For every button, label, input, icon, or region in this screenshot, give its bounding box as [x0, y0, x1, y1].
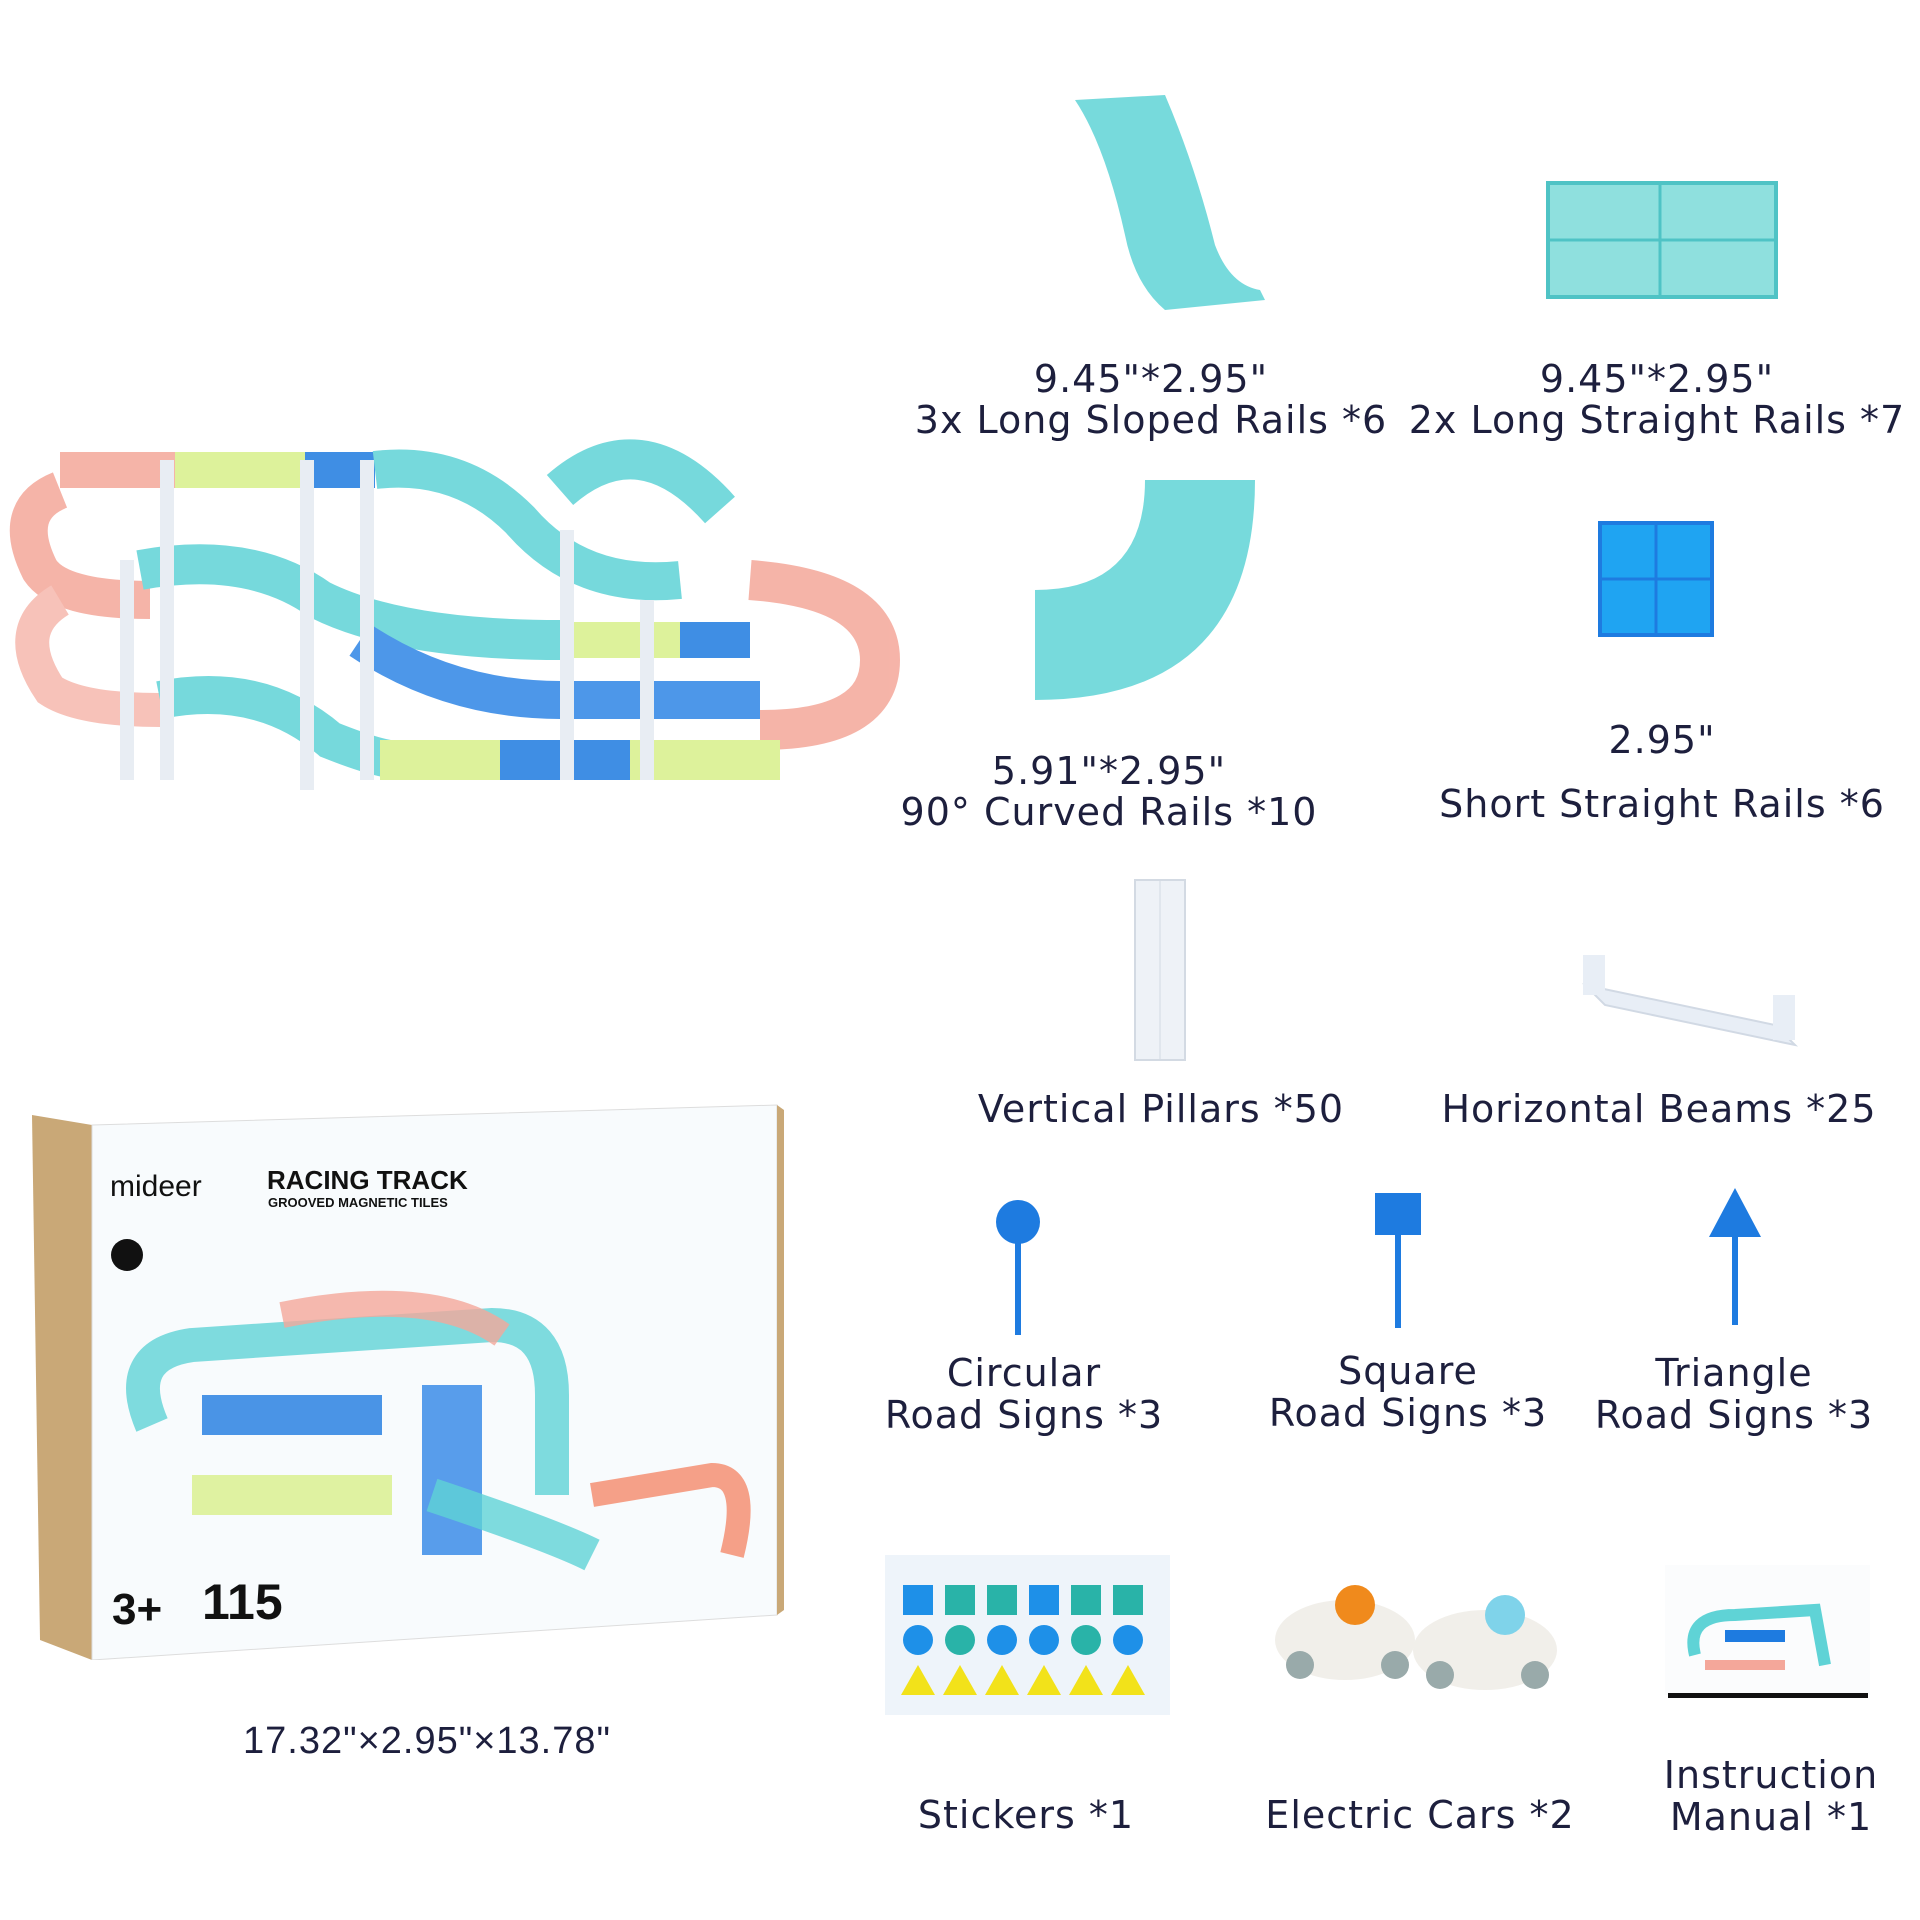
part-name-long-straight: 2x Long Straight Rails *7 — [1408, 398, 1906, 442]
part-name-square-signs: Square Road Signs *3 — [1269, 1350, 1547, 1434]
part-name-curved: 90° Curved Rails *10 — [900, 790, 1318, 834]
box-piece-count: 115 — [202, 1574, 283, 1630]
instruction-manual-image — [1665, 1565, 1870, 1698]
part-name-horizontal-beams: Horizontal Beams *25 — [1441, 1087, 1877, 1131]
part-name-long-sloped: 3x Long Sloped Rails *6 — [914, 398, 1388, 442]
label-line: Triangle — [1655, 1351, 1813, 1395]
stickers-image — [885, 1555, 1170, 1715]
box-title: RACING TRACK — [267, 1165, 468, 1195]
triangle-sign-image — [1709, 1188, 1761, 1325]
label-line: Road Signs *3 — [884, 1393, 1164, 1437]
sloped-rail-image — [1075, 95, 1265, 310]
part-size-long-sloped: 9.45"*2.95" — [1033, 357, 1269, 401]
part-name-vertical-pillars: Vertical Pillars *50 — [977, 1087, 1345, 1131]
circular-sign-image — [996, 1200, 1040, 1335]
label-line: Square — [1338, 1349, 1478, 1393]
part-name-electric-cars: Electric Cars *2 — [1265, 1793, 1575, 1837]
part-size-curved: 5.91"*2.95" — [991, 749, 1227, 793]
part-size-long-straight: 9.45"*2.95" — [1539, 357, 1775, 401]
label-line: Instruction — [1663, 1753, 1879, 1797]
short-rail-image — [1598, 521, 1714, 637]
label-line: Manual *1 — [1669, 1795, 1873, 1839]
vertical-pillar-image — [1134, 879, 1186, 1061]
square-sign-image — [1375, 1193, 1421, 1328]
curved-rail-image — [1035, 480, 1255, 700]
horizontal-beam-image — [1581, 955, 1799, 1047]
assembled-track-image — [9, 439, 901, 790]
box-brand: mideer — [110, 1170, 202, 1203]
part-name-short-straight: Short Straight Rails *6 — [1439, 782, 1885, 826]
part-name-instruction-manual: Instruction Manual *1 — [1664, 1754, 1878, 1838]
straight-rail-image — [1546, 181, 1778, 299]
box-dimensions: 17.32"×2.95"×13.78" — [243, 1720, 611, 1762]
box-age: 3+ — [112, 1585, 163, 1634]
electric-cars-image — [1275, 1585, 1557, 1690]
part-name-circular-signs: Circular Road Signs *3 — [885, 1352, 1163, 1436]
part-name-stickers: Stickers *1 — [917, 1793, 1135, 1837]
part-name-triangle-signs: Triangle Road Signs *3 — [1595, 1352, 1873, 1436]
label-line: Circular — [946, 1351, 1102, 1395]
box-subtitle: GROOVED MAGNETIC TILES — [268, 1195, 448, 1210]
part-size-short-straight: 2.95" — [1608, 718, 1716, 762]
label-line: Road Signs *3 — [1594, 1393, 1874, 1437]
product-box-image: mideer RACING TRACK GROOVED MAGNETIC TIL… — [32, 1095, 784, 1660]
label-line: Road Signs *3 — [1268, 1391, 1548, 1435]
